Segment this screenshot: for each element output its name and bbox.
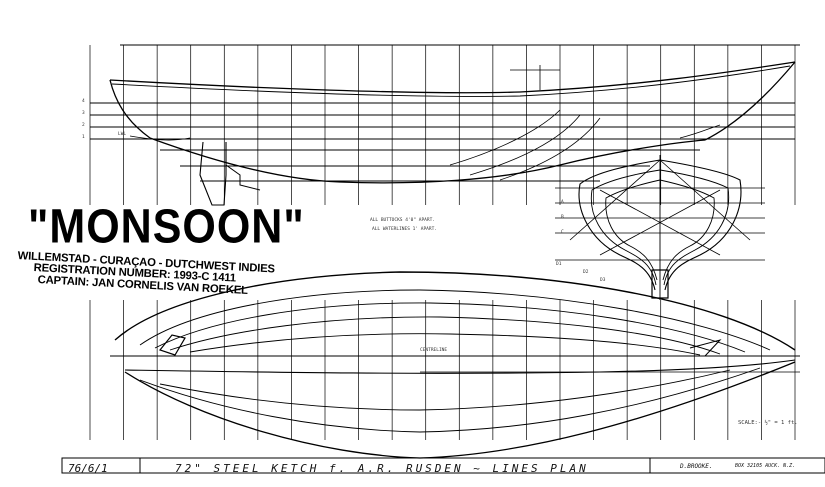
bow-knuckle <box>679 124 721 139</box>
waterlines-note: ALL WATERLINES 1' APART. <box>372 227 438 232</box>
drawing-number: 76/6/1 <box>68 462 108 475</box>
station-lines <box>89 45 796 440</box>
body-section-fwd-1 <box>659 159 742 291</box>
vessel-name: "MONSOON" <box>28 200 305 254</box>
drawing-title: 72" STEEL KETCH f. A.R. RUSDEN ~ LINES P… <box>175 462 589 475</box>
wl-label-2: 2 <box>82 123 85 128</box>
buttock-curve-b <box>469 114 581 176</box>
buttock-curve-c <box>499 117 601 181</box>
body-section-aft-3 <box>605 179 661 281</box>
buttock-label-b: B <box>561 215 564 220</box>
profile-stern <box>109 79 151 139</box>
buttock-label-c: C <box>561 230 564 235</box>
designer-name: D.BROOKE. <box>680 463 713 470</box>
deck-line <box>111 65 791 97</box>
body-section-aft-1 <box>578 159 661 291</box>
title-block-border <box>61 457 825 474</box>
scale-note: SCALE:- ½" = 1 ft. <box>738 420 798 426</box>
buttocks-note: ALL BUTTOCKS 4'0" APART. <box>370 218 436 223</box>
wl-label-3: 3 <box>82 111 85 116</box>
stern-knuckle <box>129 135 191 141</box>
buttock-label-a: A <box>561 200 564 205</box>
plan-deck-edge <box>114 271 796 351</box>
deadrise-marker <box>510 65 560 90</box>
plan-diag-top <box>124 359 796 374</box>
plan-waterline-2 <box>169 316 721 355</box>
keel-fin <box>225 142 261 191</box>
body-section-aft-2 <box>590 169 661 286</box>
body-section-fwd-2 <box>659 169 730 286</box>
plan-waterline-3 <box>154 302 746 353</box>
diag-label-d1: D1 <box>556 262 562 267</box>
plan-transom <box>158 334 186 356</box>
profile-view <box>109 61 796 206</box>
plan-diagonal-inner <box>159 369 731 411</box>
buttock-curve-a <box>449 109 561 166</box>
profile-stem <box>704 61 796 141</box>
profile-keel <box>149 137 706 184</box>
body-section-fwd-3 <box>659 179 715 281</box>
wl-label-1: 1 <box>82 135 85 140</box>
rudder <box>199 141 227 206</box>
wl-label-4: 4 <box>82 99 85 104</box>
plan-centreline-label: CENTRELINE <box>420 348 448 353</box>
diag-label-d3: D3 <box>600 278 606 283</box>
profile-lwl-label: LWL <box>118 132 127 137</box>
designer-address: BOX 32105 AUCK. N.Z. <box>735 463 796 469</box>
plan-waterline-1 <box>189 333 701 356</box>
half-breadth-plan <box>110 271 800 459</box>
plan-stem-fairing <box>689 339 722 357</box>
diag-label-d2: D2 <box>583 270 589 275</box>
body-diagonals <box>569 159 751 256</box>
profile-waterline-grid <box>90 44 800 182</box>
body-keel <box>651 269 669 299</box>
body-plan-view <box>555 155 765 300</box>
plan-waterline-4 <box>139 289 771 351</box>
plan-diagonal-mid <box>139 367 761 433</box>
sheer-line <box>109 61 796 94</box>
